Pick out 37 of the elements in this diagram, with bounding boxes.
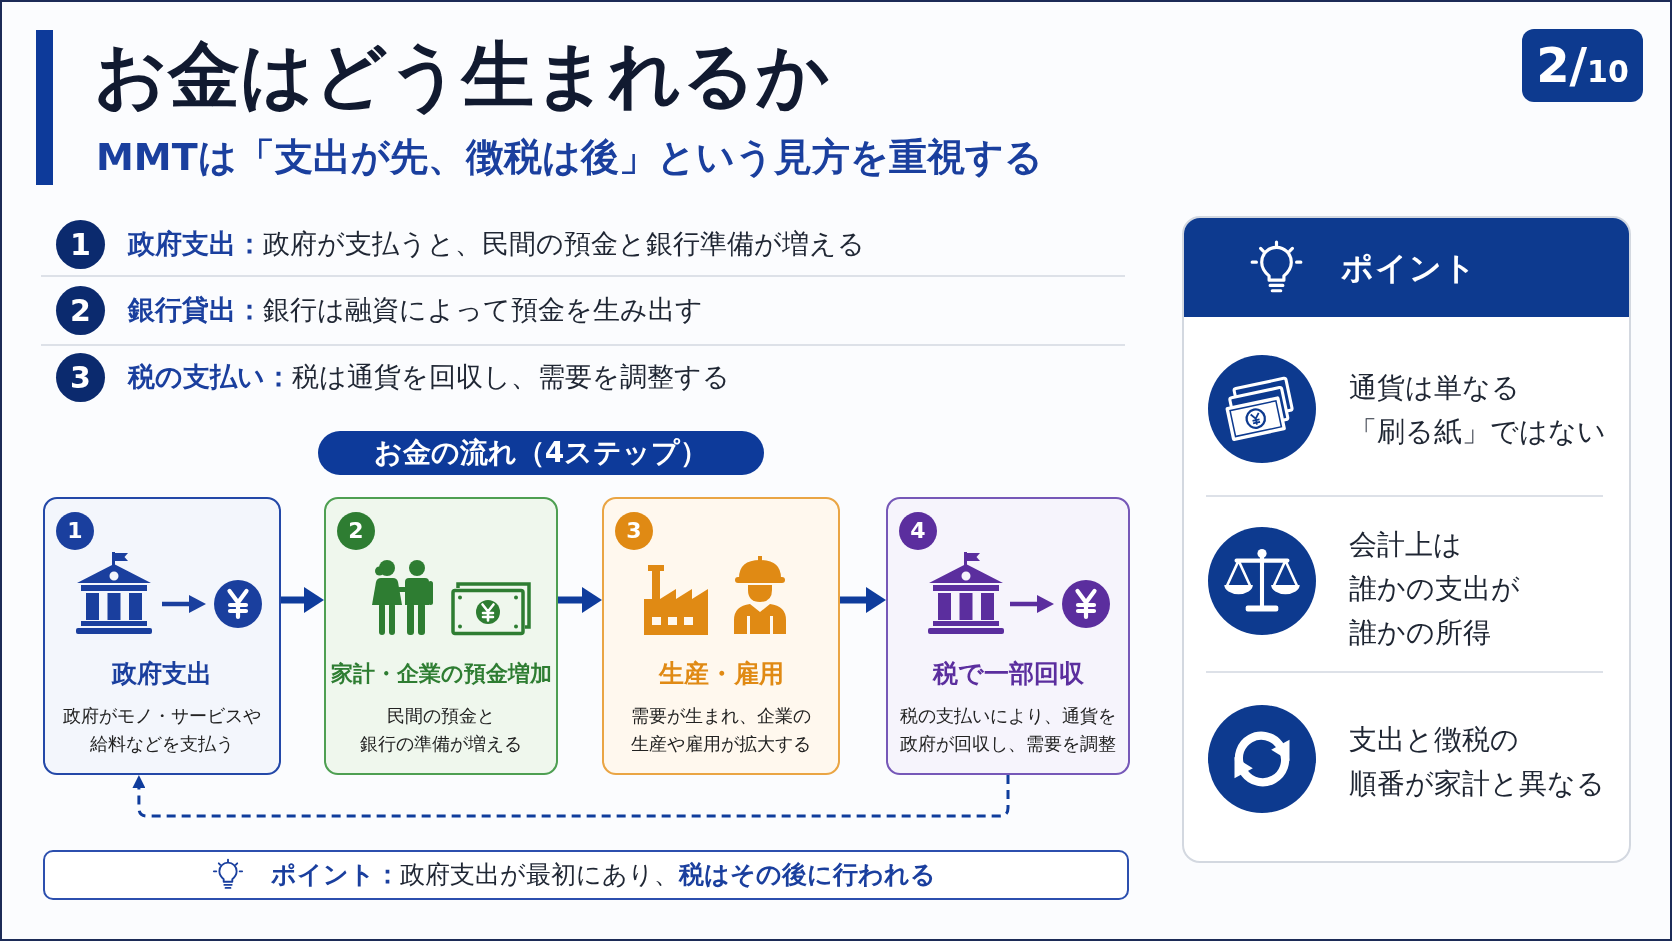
point-text: 通貨は単なる「刷る紙」ではない — [1349, 370, 1606, 450]
step-description: 税の支払いにより、通貨を政府が回収し、需要を調整 — [900, 704, 1116, 756]
step-description: 政府がモノ・サービスや給料などを支払う — [63, 704, 261, 756]
slide-subtitle: MMTは「支出が先、徴税は後」という見方を重視する — [96, 135, 1043, 179]
step-card — [886, 497, 1130, 775]
page-indicator: 2/10 — [1522, 29, 1643, 102]
step-heading: 家計・企業の預金増加 — [330, 660, 552, 688]
point-text: 支出と徴税の順番が家計と異なる — [1349, 722, 1605, 802]
list-item-text: 銀行貸出：銀行は融資によって預金を生み出す — [128, 293, 703, 327]
flow-arrow — [281, 587, 324, 613]
point-panel — [1182, 216, 1631, 863]
step-number: 1 — [56, 512, 94, 550]
step-card — [324, 497, 558, 775]
section-banner: お金の流れ（4ステップ） — [318, 431, 764, 475]
step-heading: 生産・雇用 — [658, 658, 784, 690]
point-text: 会計上は誰かの支出が誰かの所得 — [1349, 527, 1520, 651]
number-marker: 1 — [56, 220, 105, 269]
flow-arrow — [840, 587, 886, 613]
step-number: 4 — [899, 512, 937, 550]
number-marker: 2 — [56, 286, 105, 335]
slide-title: お金はどう生まれるか — [94, 36, 830, 114]
step-heading: 政府支出 — [112, 658, 212, 690]
dashed-arrow — [132, 775, 1010, 818]
step-card — [602, 497, 840, 775]
step-description: 民間の預金と銀行の準備が増える — [360, 704, 522, 756]
flow-arrow — [558, 587, 602, 613]
panel-heading: ポイント — [1341, 247, 1477, 288]
key-point-text: ポイント：政府支出が最初にあり、税はその後に行われる — [271, 859, 936, 891]
step-description: 需要が生まれ、企業の生産や雇用が拡大する — [631, 704, 811, 756]
step-number: 3 — [615, 512, 653, 550]
key-point-bar — [43, 850, 1129, 900]
step-card — [43, 497, 281, 775]
step-number: 2 — [337, 512, 375, 550]
number-marker: 3 — [56, 353, 105, 402]
list-item-text: 政府支出：政府が支払うと、民間の預金と銀行準備が増える — [128, 227, 865, 261]
list-item-text: 税の支払い：税は通貨を回収し、需要を調整する — [128, 360, 730, 394]
step-heading: 税で一部回収 — [932, 658, 1084, 690]
